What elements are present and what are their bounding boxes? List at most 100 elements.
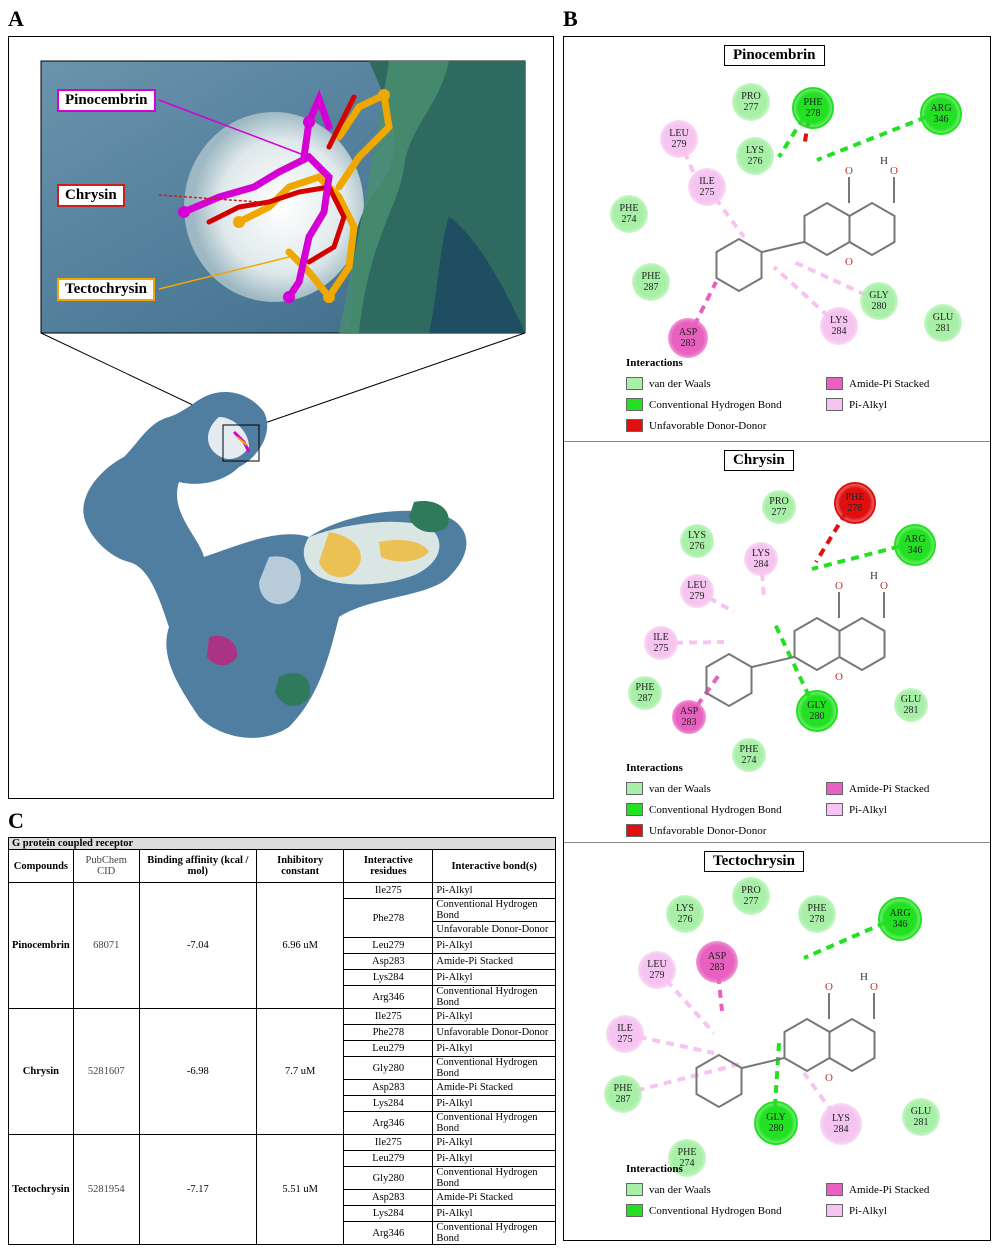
atom-label: O xyxy=(825,1072,833,1084)
atom-label: H xyxy=(880,155,888,167)
ligand-ring xyxy=(695,1053,743,1109)
residue-number: 287 xyxy=(643,282,659,293)
cell-bond: Conventional Hydrogen Bond xyxy=(432,985,556,1009)
legend-item-alkyl: Pi-Alkyl xyxy=(826,803,887,816)
atom-label: O xyxy=(890,165,898,177)
table-header-cell: Binding affinity (kcal / mol) xyxy=(138,849,258,883)
cell-residue: Lys284 xyxy=(343,1205,434,1222)
whole-protein xyxy=(83,392,467,738)
cell-compound: Chrysin xyxy=(8,1008,74,1135)
residue-name: PHE xyxy=(807,903,827,914)
legend-item-amide: Amide-Pi Stacked xyxy=(826,1183,929,1196)
legend-label: Unfavorable Donor-Donor xyxy=(649,824,767,837)
residue-name: ILE xyxy=(653,632,669,643)
cell-affinity: -7.17 xyxy=(138,1134,258,1245)
legend-label: Amide-Pi Stacked xyxy=(849,377,930,390)
cell-cid: 5281607 xyxy=(72,1008,140,1135)
cell-bond: Pi-Alkyl xyxy=(432,882,556,899)
residue-name: PRO xyxy=(741,885,761,896)
legend-swatch xyxy=(826,1204,843,1217)
residue-number: 281 xyxy=(913,1117,929,1128)
interaction-line xyxy=(686,281,718,339)
interaction-line xyxy=(705,185,746,239)
cell-bond: Amide-Pi Stacked xyxy=(432,953,556,970)
atom-label: O xyxy=(880,580,888,592)
residue-number: 274 xyxy=(741,755,757,766)
legend-label: Pi-Alkyl xyxy=(849,1204,887,1217)
legend-swatch xyxy=(826,1183,843,1196)
diagram-title: Tectochrysin xyxy=(704,851,804,872)
atom-label: O xyxy=(835,580,843,592)
residue-name: GLY xyxy=(766,1112,786,1123)
residue-number: 284 xyxy=(753,559,769,570)
legend-label: Amide-Pi Stacked xyxy=(849,782,930,795)
cell-bond: Conventional Hydrogen Bond xyxy=(432,1056,556,1080)
cell-affinity: -6.98 xyxy=(138,1008,258,1135)
cell-compound: Pinocembrin xyxy=(8,882,74,1009)
cell-bond: Conventional Hydrogen Bond xyxy=(432,1221,556,1245)
residue-name: ASP xyxy=(678,327,698,338)
residue-number: 283 xyxy=(709,962,725,973)
ligand-ring xyxy=(715,237,763,293)
residue-number: 275 xyxy=(617,1034,633,1045)
cell-residue: Phe278 xyxy=(343,898,434,938)
residue-number: 279 xyxy=(689,591,705,602)
cell-residue: Asp283 xyxy=(343,1079,434,1096)
cell-residue: Ile275 xyxy=(343,1008,434,1025)
residue-name: GLY xyxy=(807,700,827,711)
legend-label: Conventional Hydrogen Bond xyxy=(649,1204,782,1217)
residue-number: 287 xyxy=(615,1094,631,1105)
cell-residue: Leu279 xyxy=(343,1040,434,1057)
legend-item-amide: Amide-Pi Stacked xyxy=(826,782,929,795)
interaction-line xyxy=(816,110,940,162)
cell-bond: Unfavorable Donor-Donor xyxy=(432,921,556,938)
residue-number: 284 xyxy=(831,326,847,337)
residue-name: ARG xyxy=(889,908,911,919)
residue-name: PHE xyxy=(845,492,865,503)
cell-residue: Ile275 xyxy=(343,1134,434,1151)
atom-label: O xyxy=(845,256,853,268)
residue-number: 280 xyxy=(768,1123,784,1134)
legend-label: Conventional Hydrogen Bond xyxy=(649,803,782,816)
legend-swatch xyxy=(626,419,643,432)
residue-name: PHE xyxy=(635,682,655,693)
legend-swatch xyxy=(626,824,643,837)
residue-name: LEU xyxy=(669,128,689,139)
residue-name: ILE xyxy=(699,176,715,187)
legend-swatch xyxy=(626,377,643,390)
legend-item-amide: Amide-Pi Stacked xyxy=(826,377,929,390)
interaction-line xyxy=(777,104,813,159)
legend-swatch xyxy=(826,398,843,411)
legend-swatch xyxy=(626,782,643,795)
ligand-ring xyxy=(838,616,886,672)
legend-label: Unfavorable Donor-Donor xyxy=(649,419,767,432)
legend-label: van der Waals xyxy=(649,782,711,795)
legend-swatch xyxy=(626,1183,643,1196)
legend-item-hbond: Conventional Hydrogen Bond xyxy=(626,1204,782,1217)
diagram-title: Chrysin xyxy=(724,450,794,471)
ligand-ring xyxy=(705,652,753,708)
residue-name: ASP xyxy=(707,951,727,962)
residue-number: 283 xyxy=(681,717,697,728)
